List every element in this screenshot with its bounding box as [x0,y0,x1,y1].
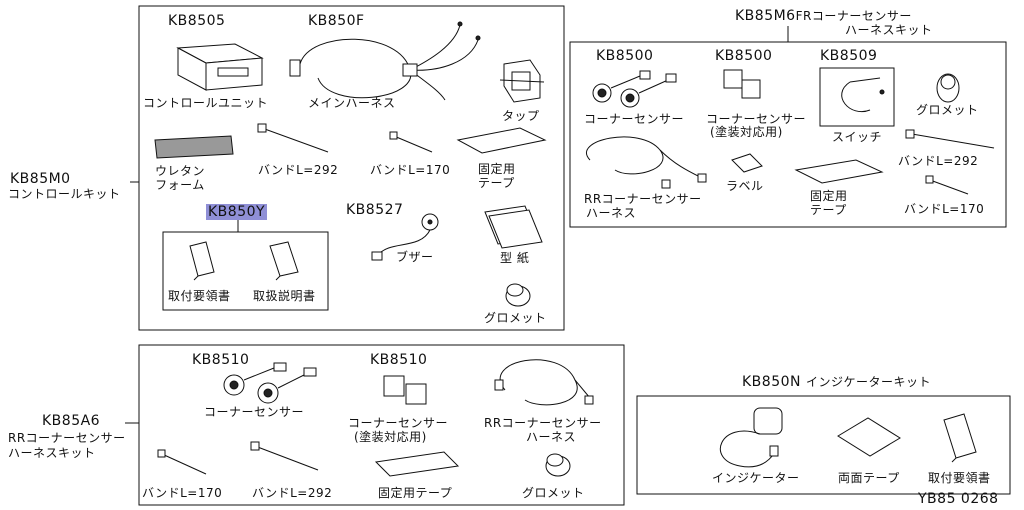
indicator-label: インジケーター [712,471,800,485]
buzzer-drawing [371,213,439,261]
buzzer-label: ブザー [396,250,434,264]
fr-corner-sensor-paint-code: KB8500 [715,48,773,64]
fr-band-292-label: バンドL=292 [898,154,979,168]
main-harness-label: メインハーネス [308,96,396,110]
fr-band-292-drawing [905,129,995,149]
rr-fixing-tape-drawing [374,451,460,477]
fr-kit-code: KB85M6 [735,8,796,24]
indicator-install-manual-label: 取付要領書 [928,471,991,485]
indicator-kit-frame [636,395,1011,495]
fr-corner-sensor-paint-label-line1: コーナーセンサー [706,112,807,126]
template-label: 型 紙 [500,251,530,265]
rr-grommet-label: グロメット [522,486,585,500]
fr-corner-sensor-label: コーナーセンサー [584,112,685,126]
fixing-tape-drawing [456,127,547,154]
control-unit-label: コントロールユニット [143,96,269,110]
double-tape-label: 両面テープ [838,471,900,485]
fr-kit-name-line1: FRコーナーセンサー [795,9,912,23]
rr-band-292-drawing [250,441,319,471]
rr-kit-frame [138,344,625,506]
fr-grommet-label: グロメット [916,103,979,117]
fr-harness-label-line1: RRコーナーセンサー [584,192,702,206]
fr-grommet-drawing [936,73,960,103]
rr-band-170-label: バンドL=170 [142,486,223,500]
band-292-label: バンドL=292 [258,163,339,177]
fr-kit-title: KB85M6FRコーナーセンサー [735,9,912,24]
fr-label-sticker-drawing [731,153,763,173]
fr-corner-sensor-paint-label-line2: (塗装対応用) [710,125,783,139]
rr-harness-label-line1: RRコーナーセンサー [484,416,602,430]
install-manual-label: 取付要領書 [168,289,231,303]
main-harness-drawing [289,21,481,101]
fr-corner-sensor-paint-drawing [723,69,761,99]
rr-fixing-tape-label: 固定用テープ [378,486,453,500]
rr-corner-sensor-paint-code: KB8510 [370,352,428,368]
control-grommet-drawing [505,283,531,307]
manuals-code: KB850Y [206,204,268,220]
indicator-kit-code: KB850N [742,374,801,390]
control-unit-drawing [176,43,264,91]
fr-corner-sensor-code: KB8500 [596,48,654,64]
figure-code: YB85 0268 [918,491,999,507]
rr-band-292-label: バンドL=292 [252,486,333,500]
handling-manual-drawing [269,241,299,281]
manuals-code-highlight: KB850Y [206,204,268,220]
rr-harness-drawing [494,359,594,406]
urethane-foam-label-line2: フォーム [155,178,205,192]
urethane-foam-label-line1: ウレタン [154,164,205,178]
rr-band-170-drawing [157,449,207,475]
fr-switch-code: KB8509 [820,48,878,64]
control-kit-code: KB85M0 [10,171,71,187]
fr-band-170-label: バンドL=170 [904,202,985,216]
fr-corner-sensor-drawing [592,70,677,108]
fr-switch-drawing [819,67,895,127]
double-tape-drawing [837,417,901,457]
main-harness-code: KB850F [308,13,365,29]
template-drawing [484,205,543,249]
urethane-foam-drawing [154,135,234,159]
rr-corner-sensor-paint-label-line2: (塗装対応用) [354,430,427,444]
tap-label: タップ [502,109,540,123]
fr-fixing-tape-drawing [794,159,884,184]
fr-harness-drawing [586,136,707,189]
fr-label-sticker-label: ラベル [726,179,764,193]
band-170-label: バンドL=170 [370,163,451,177]
tap-drawing [499,59,545,103]
fr-fixing-tape-label-line1: 固定用 [810,189,848,203]
rr-corner-sensor-code: KB8510 [192,352,250,368]
indicator-kit-title: KB850N インジケーターキット [742,375,931,390]
control-unit-code: KB8505 [168,13,226,29]
band-170-drawing [389,131,433,153]
fr-harness-label-line2: ハーネス [586,206,637,220]
control-kit-name: コントロールキット [8,187,121,201]
rr-kit-name-line1: RRコーナーセンサー [8,431,126,445]
handling-manual-label: 取扱説明書 [253,289,316,303]
band-292-drawing [257,123,329,153]
indicator-install-manual-drawing [943,413,977,463]
rr-kit-name-line2: ハーネスキット [8,446,96,460]
fr-band-170-drawing [925,175,969,195]
fr-switch-label: スイッチ [832,130,883,144]
indicator-drawing [719,407,783,468]
fr-fixing-tape-label-line2: テープ [810,203,847,217]
rr-kit-code: KB85A6 [42,413,101,429]
rr-corner-sensor-paint-label-line1: コーナーセンサー [348,416,449,430]
rr-corner-sensor-drawing [223,362,317,404]
rr-harness-label-line2: ハーネス [526,430,577,444]
rr-corner-sensor-paint-drawing [383,375,427,405]
buzzer-code: KB8527 [346,202,404,218]
fixing-tape-label-line2: テープ [478,176,515,190]
rr-grommet-drawing [545,453,571,477]
manuals-frame [162,231,329,311]
fixing-tape-label-line1: 固定用 [478,162,516,176]
control-kit-frame [138,5,565,331]
fr-kit-name-line2: ハーネスキット [845,23,933,37]
indicator-kit-name: インジケーターキット [805,375,931,389]
rr-corner-sensor-label: コーナーセンサー [204,405,305,419]
install-manual-drawing [189,241,215,281]
control-grommet-label: グロメット [484,311,547,325]
